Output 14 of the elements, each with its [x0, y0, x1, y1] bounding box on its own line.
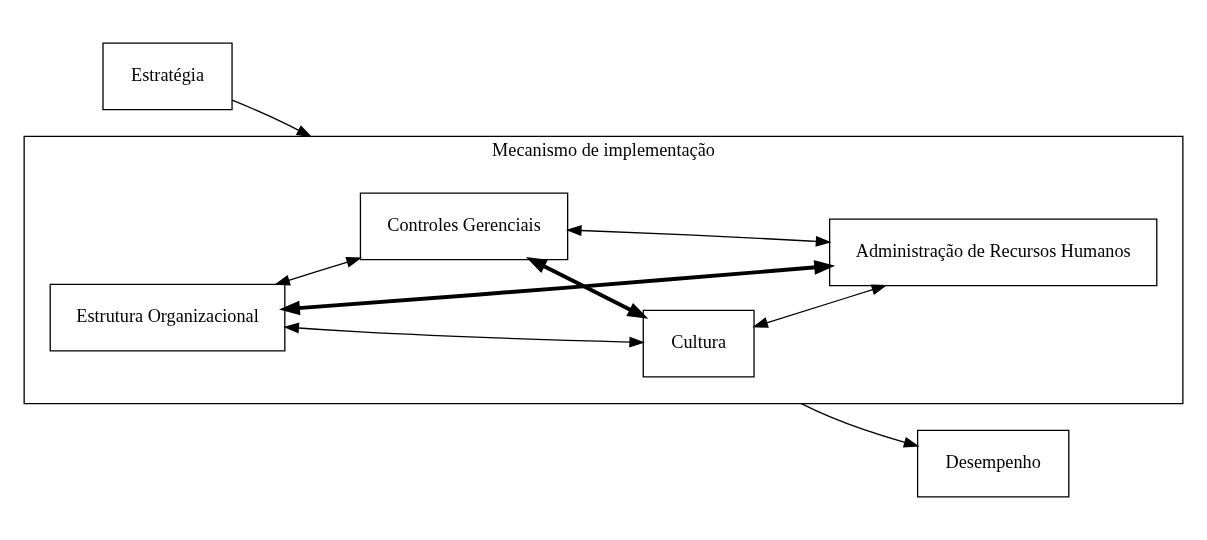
arrow [231, 99, 313, 138]
node-box: Estrutura Organizacional [49, 283, 286, 352]
arrow [274, 257, 362, 286]
node-box: Administração de Recursos Humanos [829, 218, 1158, 287]
arrow [525, 256, 649, 319]
node-box: Controles Gerenciais [359, 192, 569, 261]
arrow [752, 284, 888, 328]
node-box: Estratégia [102, 42, 233, 111]
node-box: Desempenho [916, 429, 1070, 498]
node-box: Cultura [642, 309, 755, 378]
arrow [800, 402, 920, 448]
arrow [565, 225, 832, 247]
arrow [283, 322, 645, 348]
arrow [279, 260, 836, 316]
